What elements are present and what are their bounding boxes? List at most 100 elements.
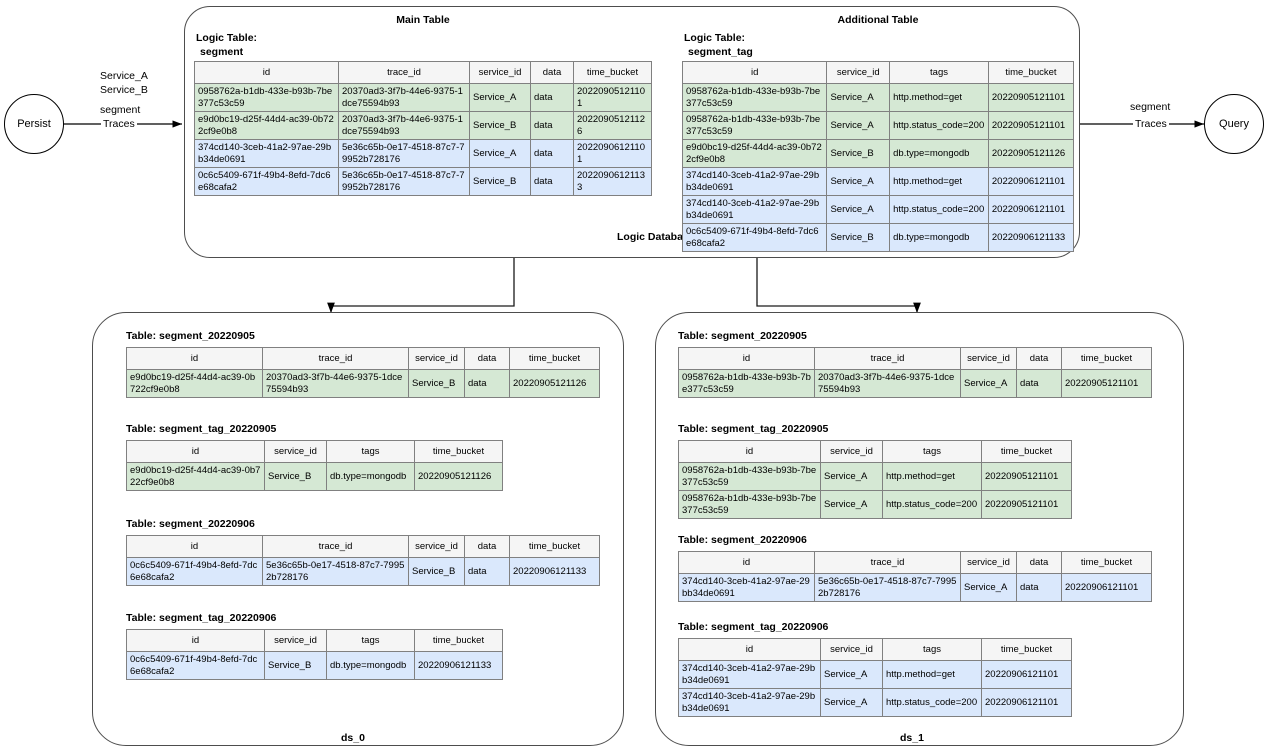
table-cell: Service_A (820, 688, 883, 717)
ds1-table-2-caption: Table: segment_20220906 (678, 534, 807, 546)
table-cell: data (464, 369, 510, 398)
table-cell: http.status_code=200 (889, 195, 989, 224)
main-table-logic-label-1: Logic Table: (196, 32, 258, 44)
table-cell: 20220905121101 (987, 83, 1075, 112)
table-cell: data (1016, 573, 1062, 602)
logic-database-label: Logic Database (617, 231, 695, 243)
ds1-label: ds_1 (900, 732, 924, 744)
table-cell: db.type=mongodb (889, 223, 989, 252)
column-header: id (126, 440, 265, 463)
table-cell: http.method=get (889, 167, 989, 196)
table-cell: 20220905121101 (573, 83, 652, 112)
column-header: time_bucket (509, 535, 600, 558)
table-cell: 20370ad3-3f7b-44e6-9375-1dce75594b93 (262, 369, 409, 398)
table-cell: Service_A (826, 195, 891, 224)
table-cell: 0c6c5409-671f-49b4-8efd-7dc6e68cafa2 (126, 651, 265, 680)
table-cell: 0c6c5409-671f-49b4-8efd-7dc6e68cafa2 (681, 223, 828, 252)
table-cell: 374cd140-3ceb-41a2-97ae-29bb34de0691 (681, 167, 828, 196)
ds0-table-0-caption: Table: segment_20220905 (126, 330, 255, 342)
table-cell: 374cd140-3ceb-41a2-97ae-29bb34de0691 (678, 688, 821, 717)
column-header: id (678, 638, 821, 661)
left-edge-label-traces: Traces (101, 117, 137, 131)
table-cell: 20220905121101 (987, 111, 1075, 140)
persist-node[interactable]: Persist (4, 94, 64, 154)
table-cell: Service_A (960, 369, 1017, 398)
table-cell: Service_B (264, 651, 327, 680)
column-header: time_bucket (981, 638, 1072, 661)
additional-table-heading: Additional Table (837, 14, 919, 26)
table-cell: 0c6c5409-671f-49b4-8efd-7dc6e68cafa2 (126, 557, 263, 586)
table-cell: db.type=mongodb (889, 139, 989, 168)
table-cell: Service_B (826, 223, 891, 252)
table-cell: db.type=mongodb (326, 462, 415, 491)
table-cell: e9d0bc19-d25f-44d4-ac39-0b722cf9e0b8 (681, 139, 828, 168)
table-cell: http.status_code=200 (882, 490, 982, 519)
table-cell: 20220906121101 (987, 195, 1075, 224)
table-cell: http.status_code=200 (889, 111, 989, 140)
table-cell: 20370ad3-3f7b-44e6-9375-1dce75594b93 (338, 83, 470, 112)
column-header: data (464, 347, 510, 370)
table-cell: data (1016, 369, 1062, 398)
table-cell: Service_B (408, 369, 465, 398)
query-node[interactable]: Query (1204, 94, 1264, 154)
ds0-table-1-caption: Table: segment_tag_20220905 (126, 423, 277, 435)
column-header: service_id (264, 629, 327, 652)
table-cell: data (530, 111, 574, 140)
additional-table-logic-label-2: segment_tag (688, 46, 753, 58)
column-header: id (126, 629, 265, 652)
additional-table-block: Additional Table Logic Table: segment_ta… (681, 14, 1075, 252)
column-header: service_id (826, 61, 891, 84)
table-cell: Service_A (469, 83, 531, 112)
column-header: time_bucket (414, 629, 503, 652)
table-cell: 20220905121101 (1061, 369, 1152, 398)
table-cell: Service_A (826, 111, 891, 140)
table-cell: Service_A (469, 139, 531, 168)
column-header: time_bucket (1061, 551, 1152, 574)
column-header: tags (889, 61, 989, 84)
column-header: id (678, 551, 815, 574)
table-cell: 374cd140-3ceb-41a2-97ae-29bb34de0691 (678, 660, 821, 689)
table-cell: Service_A (826, 83, 891, 112)
ds1-table-3-caption: Table: segment_tag_20220906 (678, 621, 829, 633)
persist-node-label: Persist (17, 118, 51, 130)
table-cell: 0958762a-b1db-433e-b93b-7be377c53c59 (194, 83, 339, 112)
table-cell: 374cd140-3ceb-41a2-97ae-29bb34de0691 (681, 195, 828, 224)
table-cell: 5e36c65b-0e17-4518-87c7-79952b728176 (262, 557, 409, 586)
additional-table-logic-label-1: Logic Table: (684, 32, 746, 44)
ds0-label: ds_0 (341, 732, 365, 744)
table-cell: 20220906121101 (987, 167, 1075, 196)
right-edge-label-traces: Traces (1133, 117, 1169, 131)
column-header: id (194, 61, 339, 84)
right-edge-label-segment: segment (1130, 101, 1171, 113)
table-cell: Service_B (264, 462, 327, 491)
column-header: service_id (408, 347, 465, 370)
column-header: tags (882, 440, 982, 463)
table-cell: 20220905121126 (414, 462, 503, 491)
column-header: id (126, 535, 263, 558)
table-cell: 20220906121101 (981, 660, 1072, 689)
